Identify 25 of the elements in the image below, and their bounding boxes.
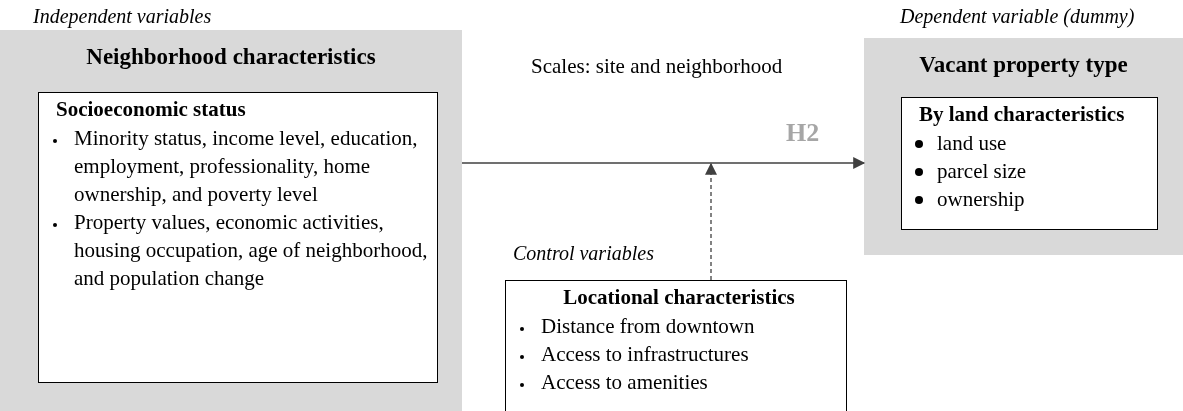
list-item: Property values, economic activities, housing occupation, age of neighborhood, and population change (74, 210, 428, 290)
box-heading: Socioeconomic status (56, 96, 247, 123)
dashed-arrow (705, 162, 717, 281)
variable-box (901, 97, 1158, 230)
panel-heading: Neighborhood characteristics (85, 43, 377, 71)
list-item: land use (937, 131, 1007, 155)
group-panel (0, 30, 462, 411)
list-item: Access to amenities (541, 370, 708, 394)
variable-box (38, 92, 438, 383)
group-caption: Control variables (513, 241, 654, 265)
list-item: Minority status, income level, education, employment, professionality, home ownership, and poverty level (74, 126, 418, 206)
list-item: Access to infrastructures (541, 342, 749, 366)
box-heading: Locational characteristics (562, 284, 796, 311)
panel-heading: Vacant property type (918, 51, 1129, 79)
list-item: ownership (937, 187, 1025, 211)
variable-box (505, 280, 847, 411)
group-caption: Dependent variable (dummy) (900, 4, 1135, 28)
scale-note: Scales: site and neighborhood (531, 54, 783, 78)
list-item: Distance from downtown (541, 314, 755, 338)
arrow (461, 157, 866, 169)
edge-label: H2 (786, 118, 820, 148)
box-heading: By land characteristics (919, 101, 1126, 128)
group-caption: Independent variables (33, 4, 212, 28)
list-item: parcel size (937, 159, 1027, 183)
group-panel (864, 38, 1183, 255)
